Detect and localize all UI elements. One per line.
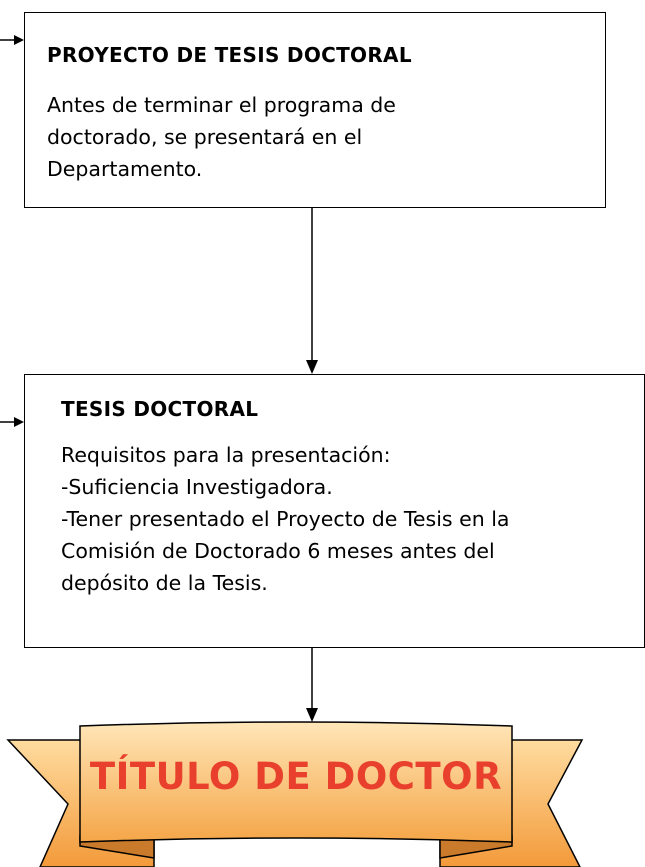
incoming-arrow-1 — [0, 35, 24, 45]
text-line: Requisitos para la presentación: — [61, 443, 391, 467]
proyecto-tesis-text: Antes de terminar el programa de doctora… — [47, 89, 567, 185]
incoming-arrow-2 — [0, 417, 24, 427]
tesis-doctoral-title: TESIS DOCTORAL — [61, 397, 259, 421]
tesis-doctoral-text: Requisitos para la presentación: -Sufici… — [61, 439, 641, 599]
text-line: -Suficiencia Investigadora. — [61, 475, 333, 499]
proyecto-tesis-box: PROYECTO DE TESIS DOCTORAL Antes de term… — [24, 12, 606, 208]
banner-body — [79, 721, 513, 843]
text-line: Comisión de Doctorado 6 meses antes del — [61, 539, 495, 563]
arrow-box1-to-box2 — [306, 208, 318, 374]
proyecto-tesis-title: PROYECTO DE TESIS DOCTORAL — [47, 43, 412, 67]
text-line: depósito de la Tesis. — [61, 571, 268, 595]
text-line: doctorado, se presentará en el — [47, 125, 363, 149]
tesis-doctoral-box: TESIS DOCTORAL Requisitos para la presen… — [24, 374, 645, 648]
titulo-doctor-label: TÍTULO DE DOCTOR — [89, 755, 503, 798]
text-line: Antes de terminar el programa de — [47, 93, 396, 117]
text-line: -Tener presentado el Proyecto de Tesis e… — [61, 507, 510, 531]
arrow-box2-to-banner — [306, 648, 318, 722]
text-line: Departamento. — [47, 157, 203, 181]
title-banner — [6, 721, 584, 867]
